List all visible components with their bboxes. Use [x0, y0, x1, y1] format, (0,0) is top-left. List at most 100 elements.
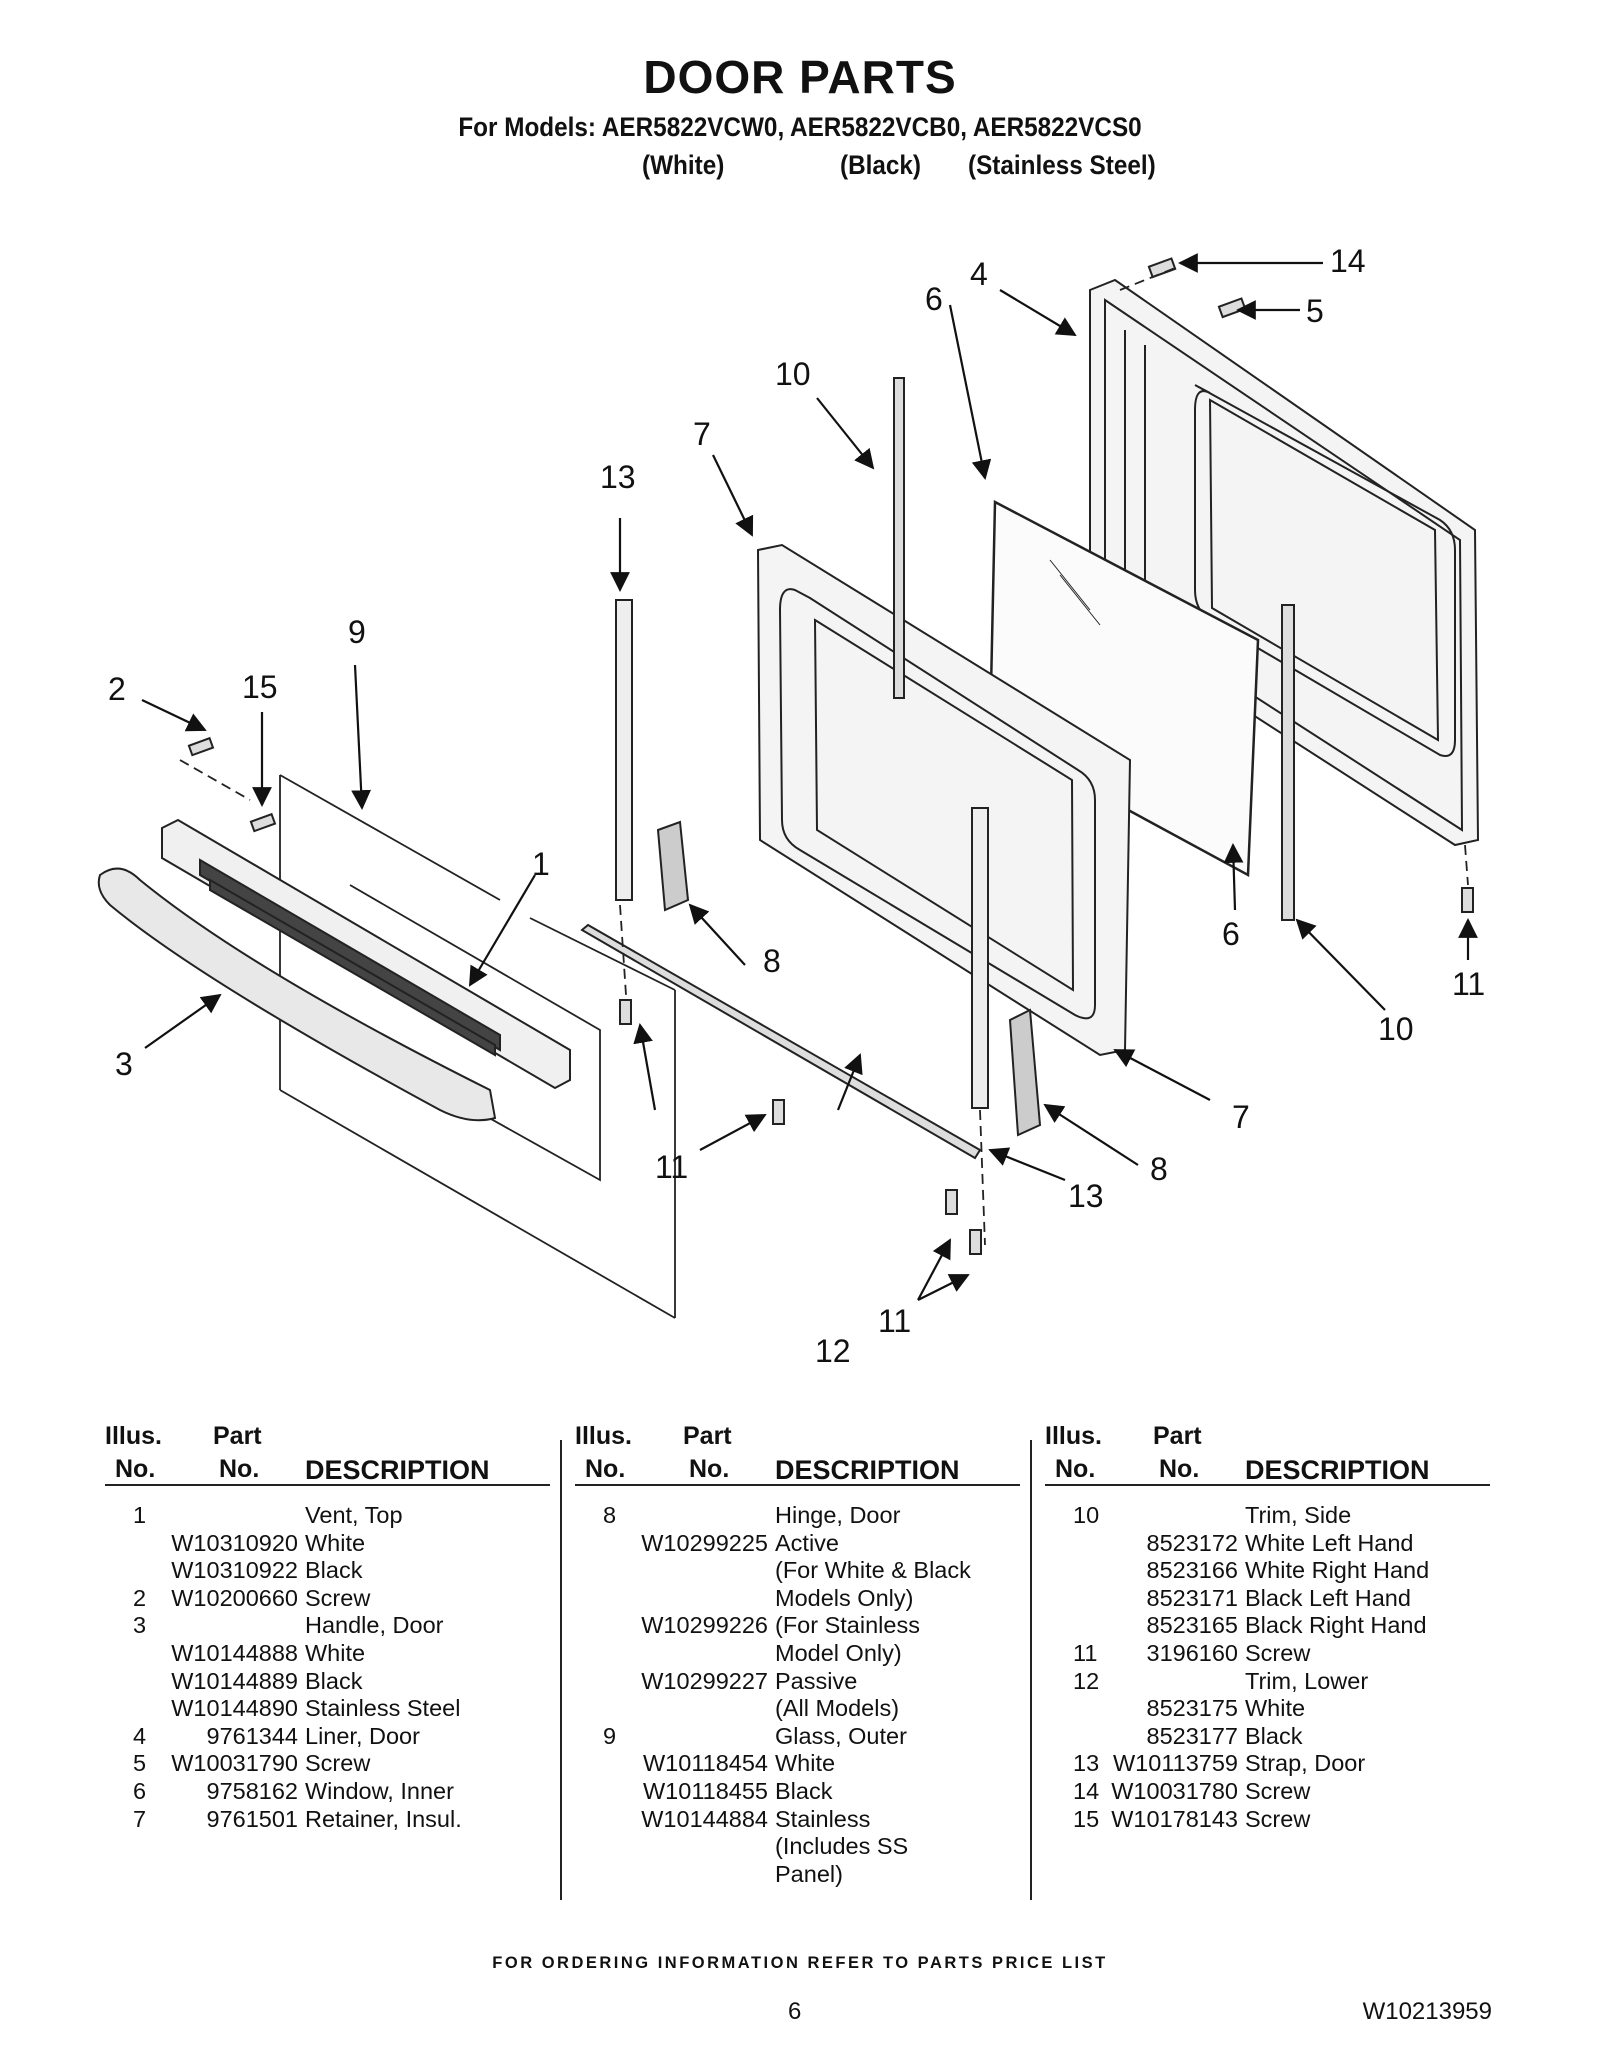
part-description: Panel): [775, 1860, 843, 1887]
models-line: For Models: AER5822VCW0, AER5822VCB0, AE…: [458, 112, 1142, 142]
table-row: (For White & Black: [575, 1557, 1020, 1585]
part-no: W10310920: [171, 1529, 298, 1556]
variant-black: (Black): [840, 150, 922, 180]
part-description: Screw: [1245, 1639, 1311, 1666]
callout-4: 4: [970, 256, 988, 292]
part-description: White Left Hand: [1245, 1529, 1414, 1556]
door-strap-right: [971, 807, 989, 1109]
part-description: (Includes SS: [775, 1833, 909, 1860]
illus-no-header: Illus.No.: [1045, 1422, 1102, 1484]
callout-13a: 13: [600, 459, 636, 495]
door-handle-part: [97, 867, 497, 1122]
part-no: W10118455: [643, 1777, 768, 1804]
part-description: Hinge, Door: [775, 1502, 901, 1528]
part-header-line1: Part: [1153, 1422, 1202, 1450]
part-description: Active: [775, 1529, 839, 1556]
illus-no: 5: [133, 1750, 147, 1777]
part-no: W10031780: [1111, 1777, 1238, 1804]
part-header-line1: Part: [683, 1422, 732, 1450]
part-description: Retainer, Insul.: [305, 1805, 462, 1832]
document-number: W10213959: [1362, 1998, 1492, 2025]
part-description: Screw: [305, 1750, 371, 1777]
callout-6b: 6: [1222, 916, 1240, 952]
part-no: W10299227: [641, 1667, 768, 1694]
callout-11d: 11: [1452, 966, 1485, 1002]
column-divider: [1030, 1440, 1032, 1900]
illus-header-line1: Illus.: [105, 1422, 162, 1450]
part-description: Window, Inner: [305, 1777, 454, 1804]
callout-15: 15: [242, 669, 278, 705]
part-description: Passive: [775, 1667, 858, 1694]
illus-no-header: Illus.No.: [105, 1422, 162, 1484]
part-description: Screw: [1245, 1777, 1311, 1804]
description-header: DESCRIPTION: [305, 1455, 490, 1485]
illus-no-header: Illus.No.: [575, 1422, 632, 1484]
side-trim-right: [1281, 604, 1295, 921]
callout-10b: 10: [1378, 1011, 1414, 1047]
illus-no: 15: [1073, 1805, 1100, 1832]
callout-5: 5: [1306, 293, 1324, 329]
callout-11c: 11: [878, 1303, 911, 1339]
table-row: Model Only): [575, 1640, 1020, 1668]
page-number: 6: [788, 1998, 802, 2025]
part-description: Black Left Hand: [1245, 1584, 1411, 1611]
callout-1: 1: [532, 846, 550, 882]
part-header-line1: Part: [213, 1422, 262, 1450]
inner-window-part: [988, 499, 1260, 878]
table-row: 8 Hinge, Door: [575, 1502, 1020, 1530]
part-description: Model Only): [775, 1639, 902, 1666]
illus-no: 2: [133, 1584, 147, 1611]
variant-white: (White): [642, 150, 725, 180]
callout-2: 2: [108, 671, 126, 707]
top-vent-part: [161, 818, 571, 1090]
part-no: W10144890: [171, 1695, 298, 1722]
part-no: W10310922: [171, 1557, 298, 1584]
callout-11a: 11: [655, 1149, 688, 1185]
part-description: Trim, Lower: [1245, 1667, 1369, 1694]
part-no: W10200660: [171, 1584, 298, 1611]
illus-header-line2: No.: [585, 1455, 626, 1483]
illus-no: 6: [133, 1777, 147, 1804]
illus-header-line2: No.: [1055, 1455, 1096, 1483]
part-header-line2: No.: [689, 1455, 730, 1483]
door-liner-part: [1089, 278, 1480, 847]
table-row: (All Models): [575, 1695, 1020, 1723]
callout-12: 12: [815, 1333, 851, 1369]
hinge-right: [1008, 1008, 1042, 1137]
part-description: Handle, Door: [305, 1612, 444, 1639]
part-no: 9761501: [206, 1805, 299, 1832]
part-no: 9761344: [206, 1722, 299, 1749]
illus-no: 13: [1073, 1750, 1100, 1777]
side-trim-left: [893, 377, 905, 699]
column-divider: [560, 1440, 562, 1900]
illus-no: 8: [603, 1502, 617, 1528]
part-description: (All Models): [775, 1695, 900, 1722]
illus-no: 3: [133, 1612, 147, 1639]
table-row: 3 Handle, Door: [105, 1612, 550, 1640]
part-no: 8523165: [1146, 1612, 1239, 1639]
callout-7a: 7: [693, 416, 711, 452]
part-no: W10144888: [171, 1639, 298, 1666]
